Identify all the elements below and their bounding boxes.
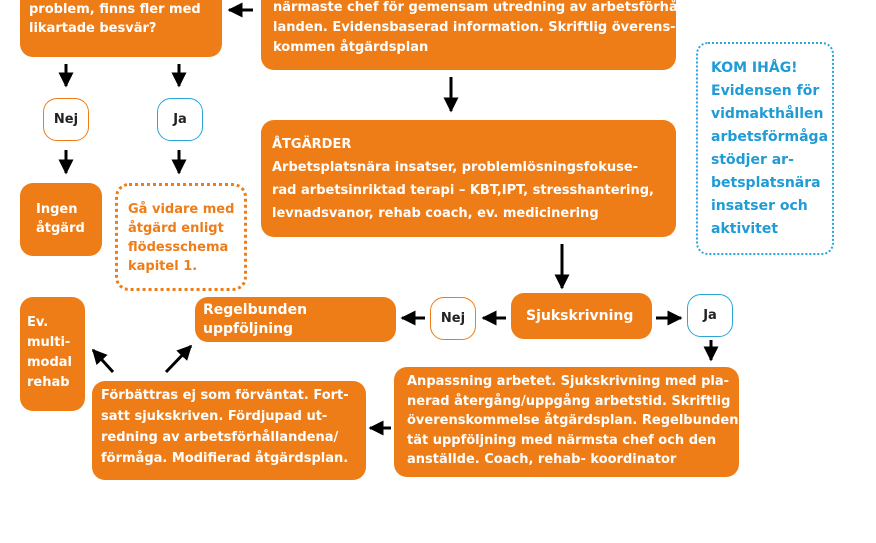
ja-pill: Ja [687,294,733,337]
not-improving-line: satt sjukskriven. Fördjupad ut- [101,409,328,424]
atgarder-heading: ÅTGÄRDER [272,137,352,152]
followup-label: Regelbunden uppföljning [203,301,308,337]
nej-pill: Nej [43,98,89,141]
nej-label: Nej [440,311,466,326]
followup-box: Regelbunden uppföljning [195,297,396,342]
not-improving-line: redning av arbetsförhållandena/ [101,430,339,445]
ja-pill: Ja [157,98,203,141]
adaptation-line: nerad återgång/uppgång arbetstid. Skrift… [407,393,731,409]
multimodal-line: Ev. [27,315,49,330]
question-line: problem, finns fler med [29,2,201,17]
reminder-heading: KOM IHÅG! [711,60,798,76]
reminder-line: stödjer ar- [711,152,794,168]
adaptation-line: Anpassning arbetet. Sjukskrivning med pl… [407,374,730,389]
reminder-line: Evidensen för [711,83,820,99]
multimodal-line: modal [27,355,73,370]
reminder-line: insatser och [711,198,808,214]
nej-pill: Nej [430,297,476,340]
proceed-line: Gå vidare med [128,202,235,217]
investigation-line: kommen åtgärdsplan [273,40,429,55]
proceed-line: åtgärd enligt [128,221,224,236]
atgarder-box: ÅTGÄRDER Arbetsplatsnära insatser, probl… [261,120,676,237]
adaptation-line: överenskommelse åtgärdsplan. Regelbunden [407,413,739,428]
no-action-line: åtgärd [36,221,85,236]
adaptation-box: Anpassning arbetet. Sjukskrivning med pl… [394,367,739,477]
question-box: problem, finns fler med likartade besvär… [20,0,222,57]
proceed-line: kapitel 1. [128,259,198,274]
adaptation-line: anställde. Coach, rehab- koordinator [407,452,677,467]
reminder-line: aktivitet [711,221,779,237]
multimodal-line: rehab [27,375,70,390]
reminder-line: vidmakthållen [711,106,824,122]
nej-label: Nej [53,112,79,127]
multimodal-box: Ev. multi- modal rehab [20,297,85,411]
investigation-line: närmaste chef för gemensam utredning av … [273,0,688,15]
arrow-diagonal [91,348,115,374]
atgarder-line: levnadsvanor, rehab coach, ev. mediciner… [272,206,599,221]
adaptation-line: tät uppföljning med närmsta chef och den [407,432,717,448]
not-improving-box: Förbättras ej som förväntat. Fort- satt … [92,381,366,480]
reminder-line: betsplatsnära [711,175,821,191]
ja-label: Ja [703,308,717,323]
no-action-box: Ingen åtgärd [20,183,102,256]
reminder-line: arbetsförmåga [711,129,829,145]
atgarder-line: Arbetsplatsnära insatser, problemlösning… [272,160,639,175]
investigation-box: närmaste chef för gemensam utredning av … [261,0,688,70]
proceed-box: Gå vidare med åtgärd enligt flödesschema… [115,183,247,291]
proceed-line: flödesschema [128,240,229,255]
not-improving-line: Förbättras ej som förväntat. Fort- [101,388,349,403]
no-action-line: Ingen [36,202,78,217]
atgarder-line: rad arbetsinriktad terapi – KBT,IPT, str… [272,183,654,198]
sick-leave-box: Sjukskrivning [511,293,652,339]
arrow-diagonal [164,344,193,374]
sick-leave-label: Sjukskrivning [526,307,634,324]
ja-label: Ja [173,112,187,127]
not-improving-line: förmåga. Modifierad åtgärdsplan. [101,451,349,466]
investigation-line: landen. Evidensbaserad information. Skri… [273,20,676,35]
multimodal-line: multi- [27,335,71,350]
question-line: likartade besvär? [29,21,157,36]
reminder-box: KOM IHÅG! Evidensen för vidmakthållen ar… [696,42,834,255]
